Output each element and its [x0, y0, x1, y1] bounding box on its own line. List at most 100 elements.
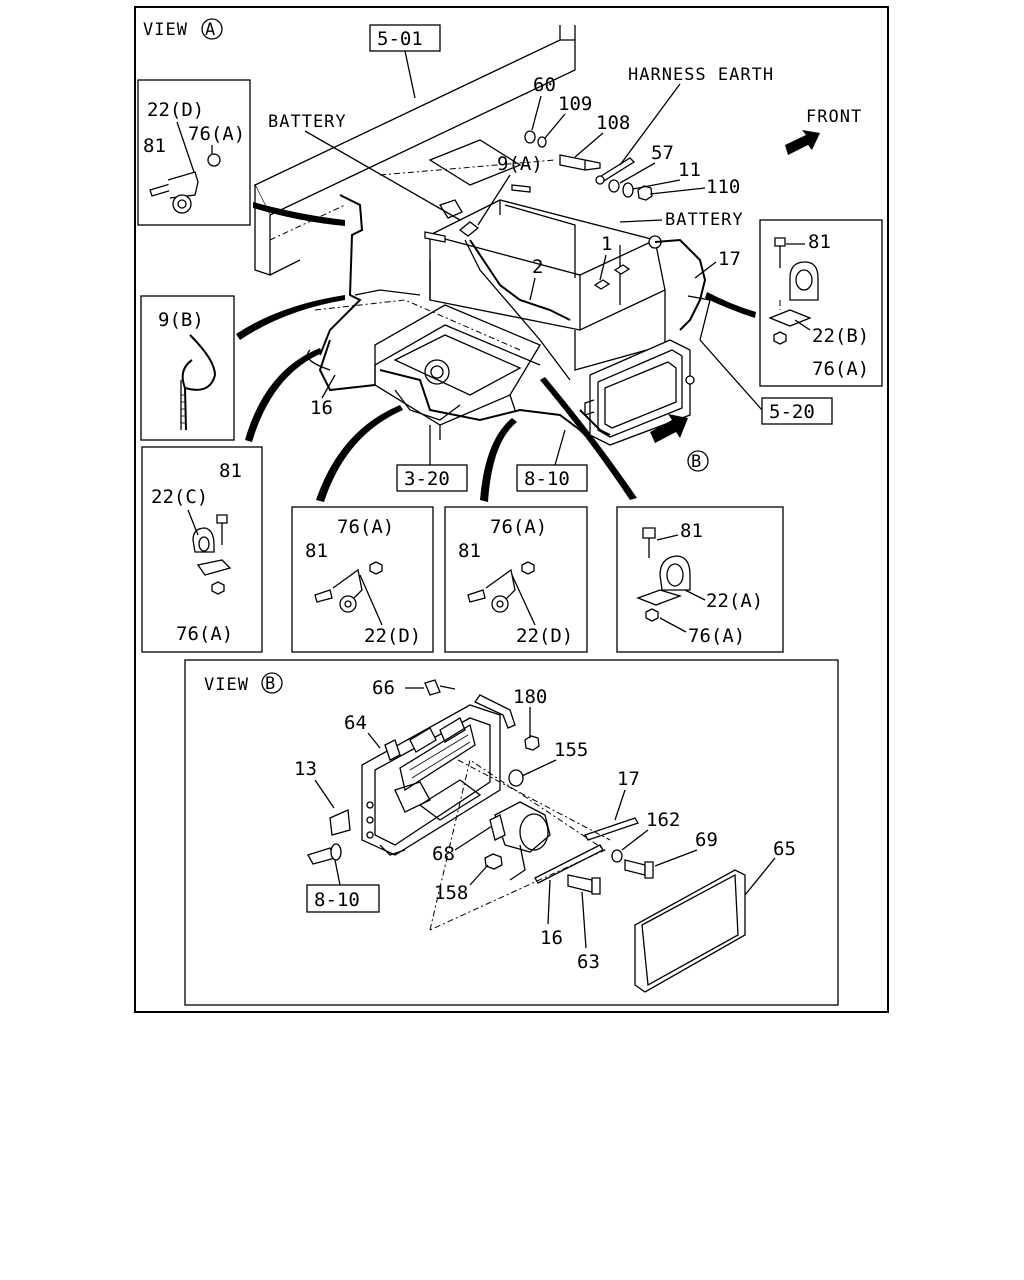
- relay-panel-64: [361, 704, 501, 856]
- svg-text:5-01: 5-01: [377, 28, 423, 50]
- part-108: 108: [596, 112, 630, 134]
- svg-text:5-20: 5-20: [769, 401, 815, 423]
- part-162-washer: [611, 849, 623, 863]
- part-69: 69: [695, 829, 718, 851]
- part-66: 66: [372, 677, 395, 699]
- view-a-title: VIEW A: [143, 18, 223, 40]
- ref-5-20[interactable]: 5-20: [761, 397, 833, 425]
- part-16-b: 16: [540, 927, 563, 949]
- inset-band: 9(B): [140, 295, 235, 441]
- part-65: 65: [773, 838, 796, 860]
- pointer-stroke-tr: [705, 292, 756, 318]
- part-180: 180: [513, 686, 547, 708]
- view-a-marker-circle: [201, 18, 223, 40]
- part-64: 64: [344, 712, 367, 734]
- view-b-arrow: B: [650, 414, 709, 472]
- part-155: 155: [554, 739, 588, 761]
- part-108-stud: [559, 154, 586, 171]
- view-b-frame: [184, 659, 839, 1006]
- view-b-hardware: [307, 679, 746, 993]
- part-158: 158: [434, 882, 468, 904]
- part-16: 16: [310, 397, 333, 419]
- svg-text:3-20: 3-20: [404, 468, 450, 490]
- part-2: 2: [532, 256, 543, 278]
- part-162: 162: [646, 809, 680, 831]
- part-69-bolt: [624, 859, 646, 876]
- svg-text:8-10: 8-10: [524, 468, 570, 490]
- part-66-bolt: [424, 679, 441, 696]
- part-63-bolt: [567, 874, 593, 893]
- pointer-stroke-d2: [480, 418, 517, 502]
- ref-8-10-a[interactable]: 8-10: [516, 464, 588, 492]
- leader-5-20: [699, 339, 763, 411]
- cover-65: [634, 869, 746, 993]
- part-11-washer: [622, 182, 634, 198]
- svg-text:81: 81: [143, 135, 166, 157]
- svg-text:81: 81: [808, 231, 831, 253]
- part-13-stud: [329, 809, 351, 836]
- outer-frame: [134, 6, 889, 1013]
- leader-8-10-b: [334, 859, 341, 886]
- leader-5-01: [404, 50, 416, 99]
- svg-text:22(D): 22(D): [516, 625, 573, 647]
- part-57-washer: [608, 179, 620, 193]
- pipe-top: [474, 694, 516, 729]
- svg-text:22(D): 22(D): [364, 625, 421, 647]
- top-hardware: [379, 130, 653, 243]
- view-b-label: VIEW: [204, 675, 249, 695]
- part-180-nut: [524, 735, 540, 751]
- part-110-nut: [637, 185, 653, 201]
- part-17: 17: [718, 248, 741, 270]
- label-battery-left: BATTERY: [268, 112, 347, 132]
- part-63: 63: [577, 951, 600, 973]
- pointer-stroke-d1: [316, 405, 403, 502]
- pointer-stroke-c: [245, 348, 322, 442]
- part-110: 110: [706, 176, 740, 198]
- leader-8-10-a: [554, 429, 566, 466]
- pointer-stroke-tl: [253, 202, 345, 226]
- part-9a: 9(A): [497, 153, 543, 175]
- front-arrow: FRONT: [785, 107, 862, 155]
- cable-17: [584, 817, 639, 841]
- svg-text:76(A): 76(A): [337, 516, 394, 538]
- inset-22d-1: 76(A) 81 22(D): [291, 506, 434, 653]
- ref-8-10-b[interactable]: 8-10: [306, 884, 380, 913]
- view-a-label: VIEW: [143, 20, 188, 40]
- part-11: 11: [678, 159, 701, 181]
- view-a-marker: A: [205, 20, 216, 40]
- harness-view-a: [306, 194, 711, 441]
- part-60-washer: [524, 130, 536, 144]
- part-labels-view-a: 60 109 108 57 11 110 9(A) 1 2 17 16: [310, 74, 741, 419]
- part-68: 68: [432, 843, 455, 865]
- view-b-marker-circle: [261, 672, 283, 694]
- svg-text:81: 81: [458, 540, 481, 562]
- svg-text:22(A): 22(A): [706, 590, 763, 612]
- svg-text:81: 81: [305, 540, 328, 562]
- svg-text:B: B: [691, 452, 702, 472]
- ref-3-20[interactable]: 3-20: [396, 464, 468, 492]
- battery-carrier: [314, 299, 541, 440]
- inset-22c: 81 22(C) 76(A): [141, 446, 263, 653]
- batteries: [429, 199, 666, 371]
- part-labels-view-b: 66 180 64 155 13 17 162 69 65 68 158 16 …: [294, 677, 796, 973]
- relay-box: [584, 339, 695, 446]
- label-harness-earth: HARNESS EARTH: [628, 65, 774, 85]
- part-17-b: 17: [617, 768, 640, 790]
- part-158-nut: [484, 853, 503, 870]
- svg-text:8-10: 8-10: [314, 889, 360, 911]
- inset-top-left: 22(D) 81 76(A): [137, 79, 251, 226]
- leader-battery-right: [619, 219, 663, 223]
- part-60: 60: [533, 74, 556, 96]
- view-b-marker: B: [265, 674, 276, 694]
- ref-5-01[interactable]: 5-01: [369, 24, 441, 52]
- svg-text:81: 81: [680, 520, 703, 542]
- pointer-stroke-band: [236, 295, 345, 340]
- part-57: 57: [651, 142, 674, 164]
- front-label: FRONT: [806, 107, 862, 127]
- inset-22d-2: 76(A) 81 22(D): [444, 506, 588, 653]
- part-1: 1: [601, 233, 612, 255]
- svg-text:9(B): 9(B): [158, 309, 204, 331]
- leader-harness-earth: [619, 83, 681, 166]
- part-13: 13: [294, 758, 317, 780]
